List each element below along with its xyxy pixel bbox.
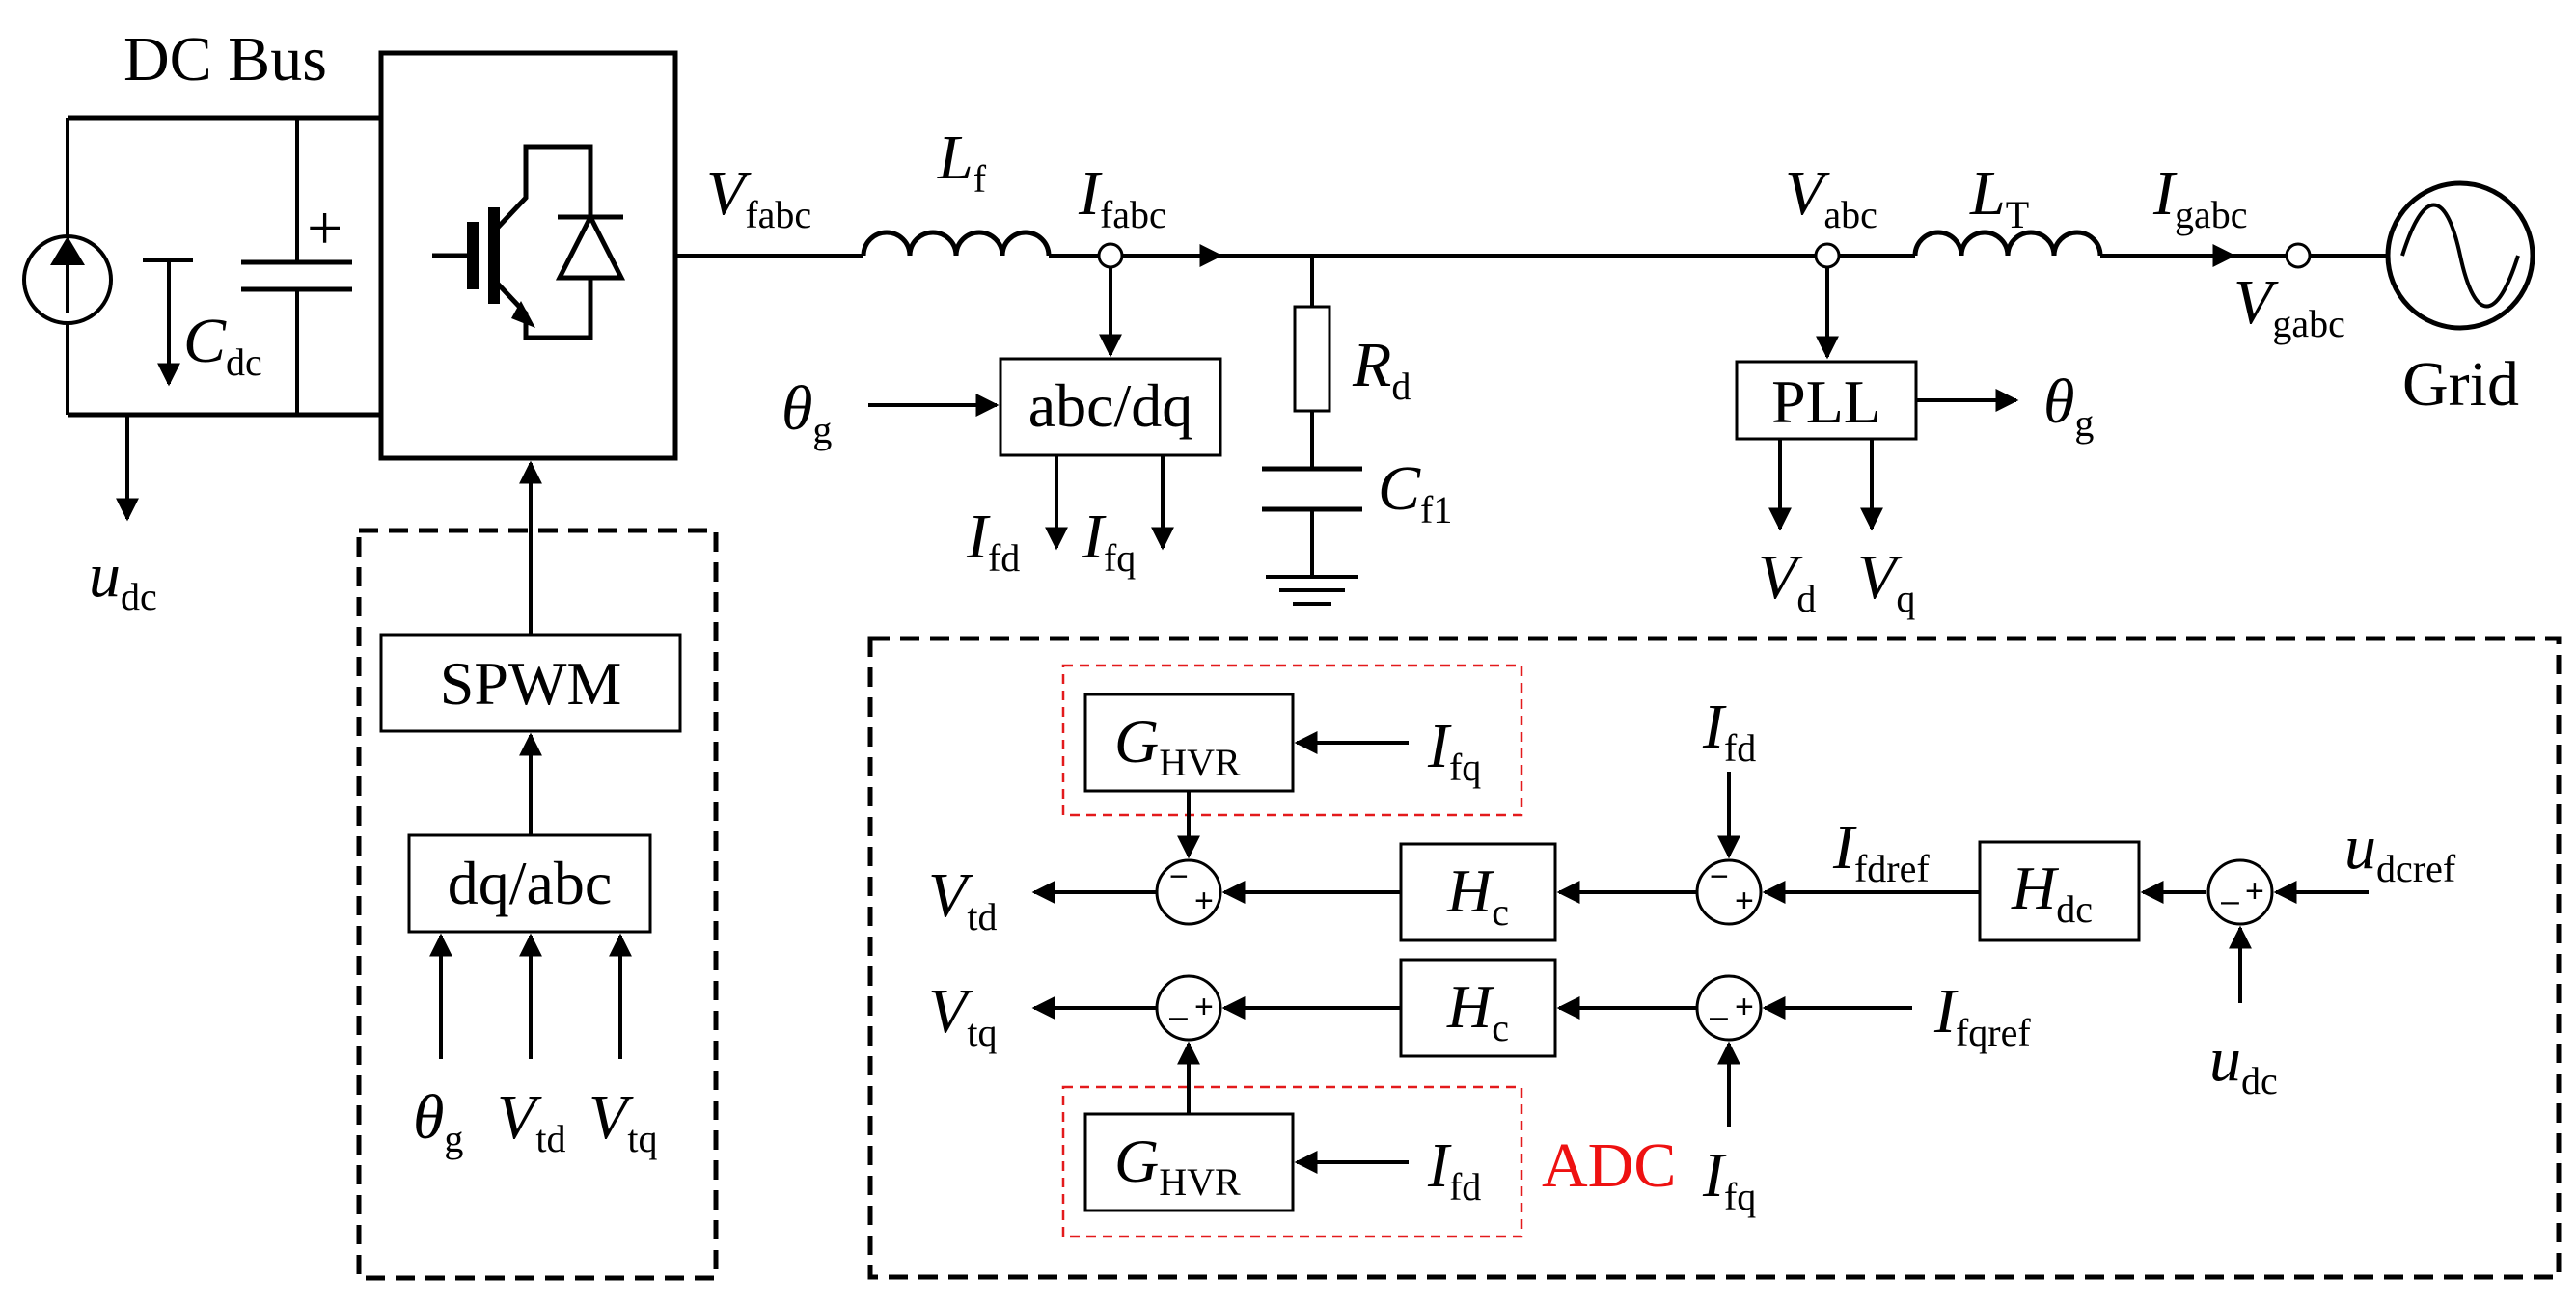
svg-text:–: – (1169, 998, 1188, 1035)
ifd-feedback-label: Ifd (1702, 692, 1756, 770)
cdc-label: Cdc (183, 306, 262, 384)
ghvr-lower-label: GHVR (1114, 1127, 1241, 1204)
current-source-arrow (50, 236, 85, 265)
vtd-input-label: Vtd (497, 1082, 565, 1160)
adc-lower-box (1061, 1085, 1523, 1238)
ifq-upper-input-label: Ifq (1427, 711, 1481, 789)
svg-text:+: + (1735, 989, 1754, 1025)
ghvr-upper-label: GHVR (1114, 707, 1241, 784)
cf1-capacitor-icon (1262, 466, 1362, 512)
ground-icon (1266, 575, 1358, 606)
adc-label: ADC (1542, 1130, 1676, 1201)
rd-resistor-icon (1293, 305, 1331, 413)
dc-capacitor-icon (241, 259, 352, 292)
grid-label: Grid (2402, 349, 2519, 420)
theta-g-input-label: θg (413, 1082, 463, 1160)
vabc-measure-node (1814, 242, 1841, 269)
dq-abc-block-label: dq/abc (448, 849, 613, 917)
vtq-output-label: Vtq (928, 976, 997, 1054)
udc-feedback-label: udc (2209, 1024, 2278, 1102)
inverter-bridge (378, 50, 678, 461)
lt-label: LT (1969, 158, 2029, 236)
ghvr-lower-block (1083, 1112, 1295, 1212)
theta-g-pll-label: θg (2043, 367, 2094, 445)
hc-q-block (1399, 958, 1557, 1058)
spwm-block (379, 633, 682, 733)
svg-text:−: − (1169, 858, 1189, 895)
capacitor-plus-sign: + (307, 193, 343, 263)
abc-dq-block-label: abc/dq (1028, 371, 1193, 440)
hdc-block (1978, 840, 2141, 942)
cf1-label: Cf1 (1378, 453, 1452, 531)
vabc-label: Vabc (1785, 158, 1877, 236)
grid-source-icon (2385, 180, 2535, 331)
modulation-section: SPWM dq/abc θg Vtd Vtq (356, 460, 719, 1281)
igabc-label: Igabc (2152, 158, 2248, 236)
hdc-label: Hdc (2011, 854, 2093, 931)
svg-text:+: + (1194, 989, 1214, 1025)
sine-wave-icon (2400, 203, 2520, 309)
dc-bus-label: DC Bus (123, 24, 327, 95)
spwm-block-label: SPWM (440, 649, 622, 718)
modulation-dashed-frame (356, 528, 719, 1281)
svg-text:+: + (1194, 883, 1214, 919)
ifd-lower-input-label: Ifd (1427, 1130, 1481, 1209)
hc-d-label: Hc (1446, 856, 1509, 934)
lt-inductor-icon (1912, 230, 2103, 257)
vtq-input-label: Vtq (589, 1082, 657, 1160)
ifabc-measure-node (1097, 242, 1124, 269)
vd-label: Vd (1758, 542, 1816, 620)
vq-label: Vq (1857, 542, 1915, 620)
pll-section: PLL θg Vd Vq (1735, 267, 2094, 620)
ac-main-line: Vfabc Lf Ifabc Vabc LT Igabc Vgabc Grid (675, 122, 2535, 420)
dc-bus-section: DC Bus Cdc + udc (22, 24, 381, 618)
svg-text:−: − (1710, 858, 1729, 895)
svg-text:–: – (1710, 998, 1728, 1035)
diode-icon (555, 211, 626, 281)
ifq-feedback-label: Ifq (1702, 1140, 1756, 1218)
vgabc-label: Vgabc (2233, 267, 2345, 345)
pll-block-label: PLL (1771, 367, 1881, 436)
ifabc-label: Ifabc (1078, 158, 1166, 236)
lf-label: Lf (937, 122, 987, 201)
abc-dq-section: abc/dq θg Ifd Ifq (781, 267, 1222, 580)
udcref-label: udcref (2344, 812, 2456, 890)
dq-abc-block (407, 833, 652, 934)
ifqref-label: Ifqref (1933, 976, 2031, 1054)
sum-udc (2206, 858, 2274, 926)
rd-label: Rd (1352, 330, 1411, 408)
vgabc-measure-node (2285, 242, 2312, 269)
ifq-output-label: Ifq (1082, 502, 1136, 580)
vtd-output-label: Vtd (928, 860, 997, 938)
adc-upper-box (1061, 664, 1523, 817)
svg-text:–: – (2221, 883, 2239, 919)
ifd-output-label: Ifd (966, 502, 1020, 580)
vfabc-label: Vfabc (706, 158, 811, 236)
pll-block (1735, 360, 1918, 441)
udc-label: udc (89, 540, 157, 618)
filter-branch: Rd Cf1 (1262, 256, 1452, 606)
svg-text:+: + (2245, 873, 2264, 910)
ghvr-upper-block (1083, 693, 1295, 793)
lf-inductor-icon (861, 230, 1052, 257)
inverter-box (378, 50, 678, 461)
ifdref-label: Ifdref (1832, 812, 1930, 890)
hc-d-block (1399, 842, 1557, 942)
abc-dq-block (999, 357, 1222, 457)
svg-text:+: + (1735, 883, 1754, 919)
controller-section: ADC GHVR Ifq − + Vtd Hc − + Ifd Ifdref H… (867, 636, 2562, 1280)
hc-q-label: Hc (1446, 972, 1509, 1049)
controller-dashed-frame (867, 636, 2562, 1280)
theta-g-abcdq-label: θg (781, 373, 832, 451)
